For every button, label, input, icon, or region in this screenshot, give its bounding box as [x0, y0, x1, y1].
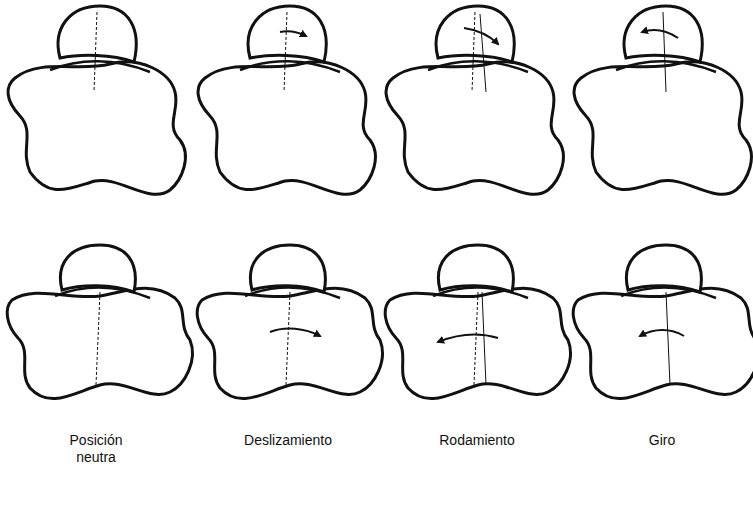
motion-label: Rodamiento: [397, 432, 557, 449]
motion-label: Posición neutra: [51, 432, 141, 466]
motion-label: Deslizamiento: [208, 432, 368, 449]
motion-label: Giro: [602, 432, 722, 449]
